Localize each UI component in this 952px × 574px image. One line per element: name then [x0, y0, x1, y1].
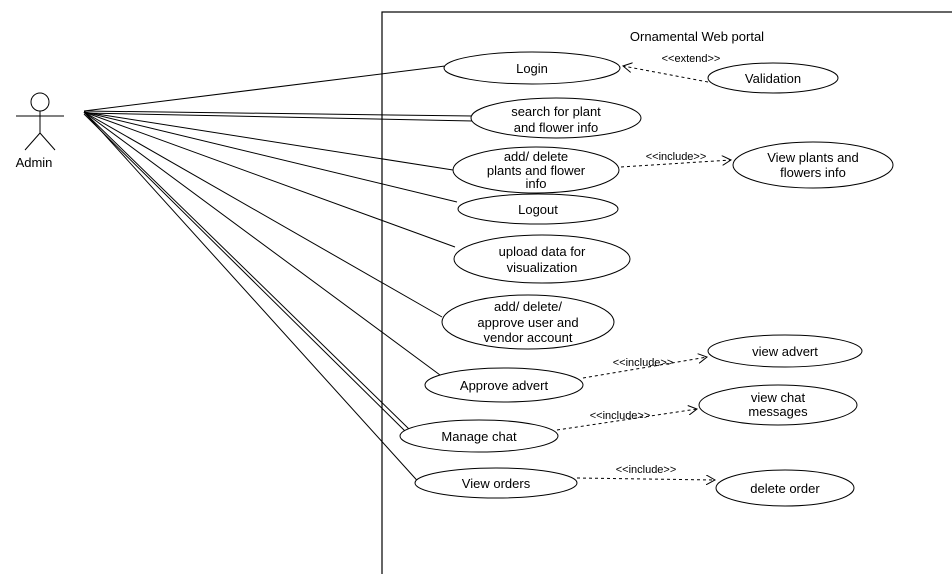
include-label-view-plants: <<include>> — [646, 151, 707, 163]
use-case-logout: Logout — [457, 193, 619, 225]
assoc-logout — [83, 111, 458, 203]
use-case-view-advert: view advert — [707, 334, 863, 368]
use-case-view-plants: View plants and flowers info — [732, 141, 894, 189]
use-case-delete-order-shape — [715, 469, 855, 507]
associations — [83, 65, 474, 488]
use-case-view-plants-label-2: flowers info — [780, 165, 846, 180]
assoc-view-orders — [83, 111, 424, 488]
actor-left-leg — [24, 132, 41, 151]
admin-actor: Admin — [16, 92, 64, 170]
use-case-approve-advert-shape — [424, 367, 584, 403]
use-case-view-plants-shape — [732, 141, 894, 189]
assoc-login — [83, 65, 446, 112]
use-case-delete-order-label: delete order — [750, 481, 820, 496]
use-case-search: search for plant and flower info — [470, 97, 642, 139]
actor-name: Admin — [16, 155, 53, 170]
use-case-view-orders-shape — [414, 467, 578, 499]
use-case-upload-shape — [453, 234, 631, 284]
relations: <<extend>> <<include>> <<include>> <<inc… — [556, 53, 731, 480]
use-case-logout-shape — [457, 193, 619, 225]
use-case-view-advert-shape — [707, 334, 863, 368]
include-arrow-view-advert — [582, 357, 707, 379]
use-case-login-shape — [443, 51, 621, 85]
include-label-view-chat: <<include>> — [590, 410, 651, 422]
use-case-search-label-2: and flower info — [514, 120, 599, 135]
use-case-approve-advert: Approve advert — [424, 367, 584, 403]
use-case-add-delete-plants: add/ delete plants and flower info — [452, 146, 620, 194]
use-case-view-plants-label-1: View plants and — [767, 150, 859, 165]
use-case-add-delete-plants-shape — [452, 146, 620, 194]
use-case-manage-accounts-label-2: approve user and — [477, 315, 578, 330]
use-case-view-advert-label: view advert — [752, 344, 818, 359]
use-case-validation-label: Validation — [745, 71, 801, 86]
use-case-search-shape — [470, 97, 642, 139]
extend-arrow — [623, 66, 709, 83]
actor-right-leg — [39, 132, 56, 151]
use-case-validation-shape — [707, 62, 839, 94]
use-case-view-orders-label: View orders — [462, 476, 531, 491]
assoc-upload — [83, 111, 456, 248]
assoc-manage-chat-b — [83, 113, 409, 435]
use-case-delete-order: delete order — [715, 469, 855, 507]
use-case-upload-label-2: visualization — [507, 260, 578, 275]
use-case-manage-chat-shape — [399, 419, 559, 453]
use-case-view-orders: View orders — [414, 467, 578, 499]
use-case-manage-chat-label: Manage chat — [441, 429, 517, 444]
use-case-add-delete-plants-label-2: plants and flower — [487, 163, 586, 178]
use-case-login: Login — [443, 51, 621, 85]
use-case-upload-label-1: upload data for — [499, 244, 586, 259]
use-case-approve-advert-label: Approve advert — [460, 378, 549, 393]
actor-head — [30, 92, 50, 112]
include-arrow-delete-order — [576, 478, 715, 480]
use-case-manage-accounts: add/ delete/ approve user and vendor acc… — [441, 294, 615, 350]
use-case-logout-label: Logout — [518, 202, 558, 217]
use-case-search-label-1: search for plant — [511, 104, 601, 119]
assoc-search-b — [83, 112, 474, 122]
use-case-upload: upload data for visualization — [453, 234, 631, 284]
assoc-manage-accounts — [83, 111, 443, 318]
assoc-manage-chat-a — [83, 111, 411, 431]
use-case-view-chat-label-1: view chat — [751, 390, 806, 405]
use-case-login-label: Login — [516, 61, 548, 76]
use-case-add-delete-plants-label-1: add/ delete — [504, 149, 568, 164]
use-case-view-chat-shape — [698, 384, 858, 426]
include-arrow-view-plants — [620, 160, 731, 168]
include-label-delete-order: <<include>> — [616, 464, 677, 476]
assoc-approve-advert — [83, 111, 441, 376]
assoc-search-a — [83, 110, 474, 117]
use-case-view-chat-label-2: messages — [748, 404, 808, 419]
include-label-view-advert: <<include>> — [613, 357, 674, 369]
extend-label: <<extend>> — [662, 53, 721, 65]
system-title: Ornamental Web portal — [630, 29, 764, 44]
assoc-add-delete-plants — [83, 111, 454, 171]
use-case-add-delete-plants-label-3: info — [526, 176, 547, 191]
use-case-manage-accounts-label-3: vendor account — [484, 330, 573, 345]
use-case-view-chat: view chat messages — [698, 384, 858, 426]
system-boundary — [381, 11, 952, 574]
use-case-manage-chat: Manage chat — [399, 419, 559, 453]
use-case-validation: Validation — [707, 62, 839, 94]
use-case-manage-accounts-label-1: add/ delete/ — [494, 299, 562, 314]
use-case-manage-accounts-shape — [441, 294, 615, 350]
